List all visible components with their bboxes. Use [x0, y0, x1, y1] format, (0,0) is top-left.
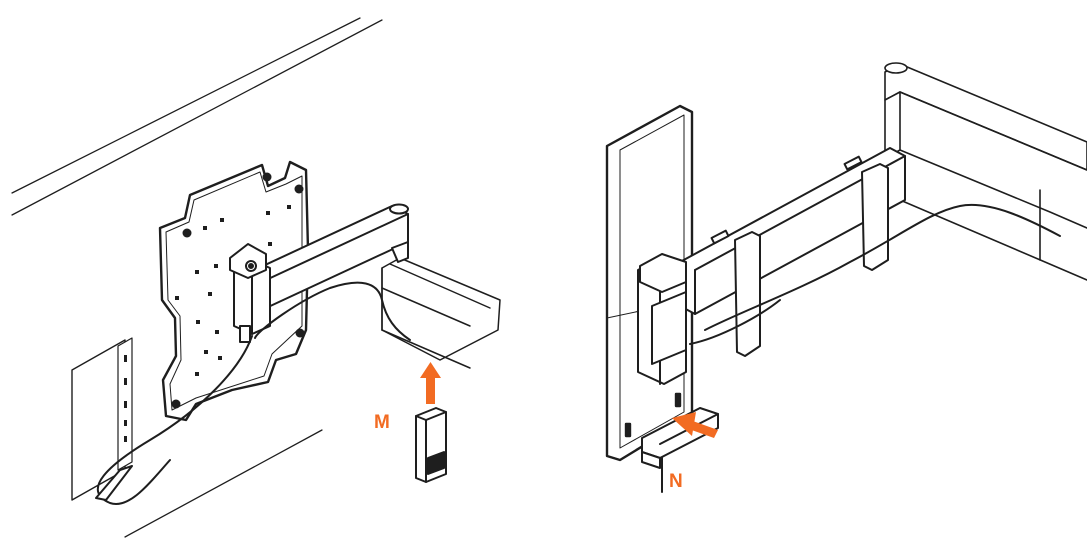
hinge-block [637, 253, 687, 385]
arm-base [381, 257, 501, 369]
label-m: M [374, 412, 390, 433]
arrow-m [420, 362, 441, 404]
left-panel: M [11, 17, 501, 538]
label-n: N [669, 471, 683, 492]
cable [95, 281, 411, 506]
plate-holes [171, 172, 305, 409]
frame [884, 62, 1087, 281]
right-panel: N [605, 62, 1087, 493]
cable-clip-m [415, 407, 447, 483]
arrow-n [672, 412, 718, 438]
swing-arm [229, 203, 409, 343]
wall-outline [11, 17, 383, 538]
